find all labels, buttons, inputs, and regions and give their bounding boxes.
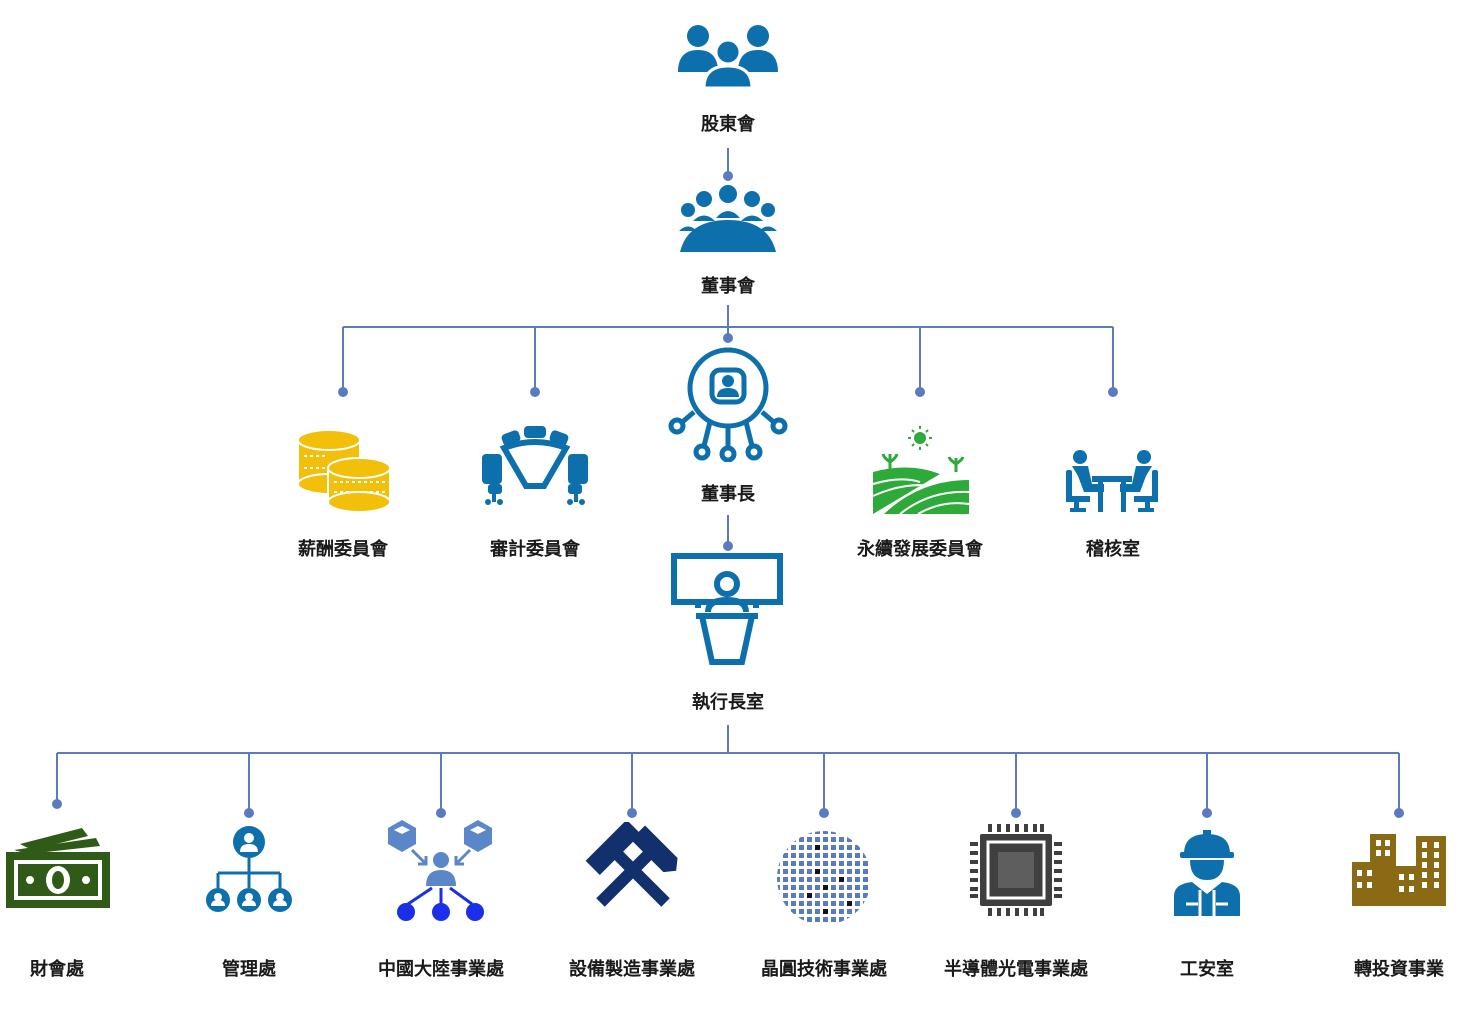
connector-dot: [627, 808, 637, 818]
committee-label: 永續發展委員會: [857, 539, 983, 560]
committee-label: 稽核室: [1086, 539, 1140, 560]
buildings-icon: [1352, 834, 1446, 906]
connector-dot: [1394, 808, 1404, 818]
network-person-icon: [668, 347, 788, 462]
connector-dot: [819, 808, 829, 818]
distribution-network-icon: [388, 820, 492, 921]
connector-dot: [1011, 808, 1021, 818]
connector-dot: [338, 387, 348, 397]
committee-label: 薪酬委員會: [298, 539, 388, 560]
connector-dot: [723, 541, 733, 551]
connector-dot: [915, 387, 925, 397]
connector-dot: [723, 333, 733, 343]
division-label: 中國大陸事業處: [378, 959, 504, 980]
node-label-ceo-office: 執行長室: [692, 692, 764, 713]
crossed-hammers-icon: [585, 822, 678, 907]
org-hierarchy-icon: [206, 826, 292, 912]
division-label: 財會處: [30, 959, 84, 980]
boardroom-icon: [679, 185, 777, 252]
division-label: 工安室: [1180, 959, 1234, 980]
division-label: 晶圓技術事業處: [761, 959, 887, 980]
connector-dot: [1202, 808, 1212, 818]
node-label-chairman: 董事長: [701, 484, 755, 505]
coins-icon: [297, 430, 391, 512]
wafer-icon: [777, 831, 871, 925]
connector-dot: [530, 387, 540, 397]
committee-label: 審計委員會: [490, 539, 580, 560]
connector-dot: [436, 808, 446, 818]
node-label-board: 董事會: [701, 276, 755, 297]
connector-dot: [723, 171, 733, 181]
farmland-sun-icon: [872, 426, 970, 515]
conference-table-icon: [482, 426, 588, 505]
connector-dot: [244, 808, 254, 818]
division-label: 設備製造事業處: [569, 959, 695, 980]
banknotes-icon: [6, 828, 110, 908]
division-label: 轉投資事業: [1354, 959, 1444, 980]
podium-speaker-icon: [671, 553, 783, 665]
node-label-shareholders: 股東會: [701, 114, 755, 135]
division-label: 管理處: [222, 959, 276, 980]
microchip-icon: [970, 824, 1062, 916]
meeting-desk-icon: [1066, 450, 1158, 512]
people-group-icon: [678, 25, 778, 90]
connector-dot: [1108, 387, 1118, 397]
safety-worker-icon: [1174, 830, 1240, 916]
division-label: 半導體光電事業處: [944, 959, 1088, 980]
connector-dot: [52, 799, 62, 809]
